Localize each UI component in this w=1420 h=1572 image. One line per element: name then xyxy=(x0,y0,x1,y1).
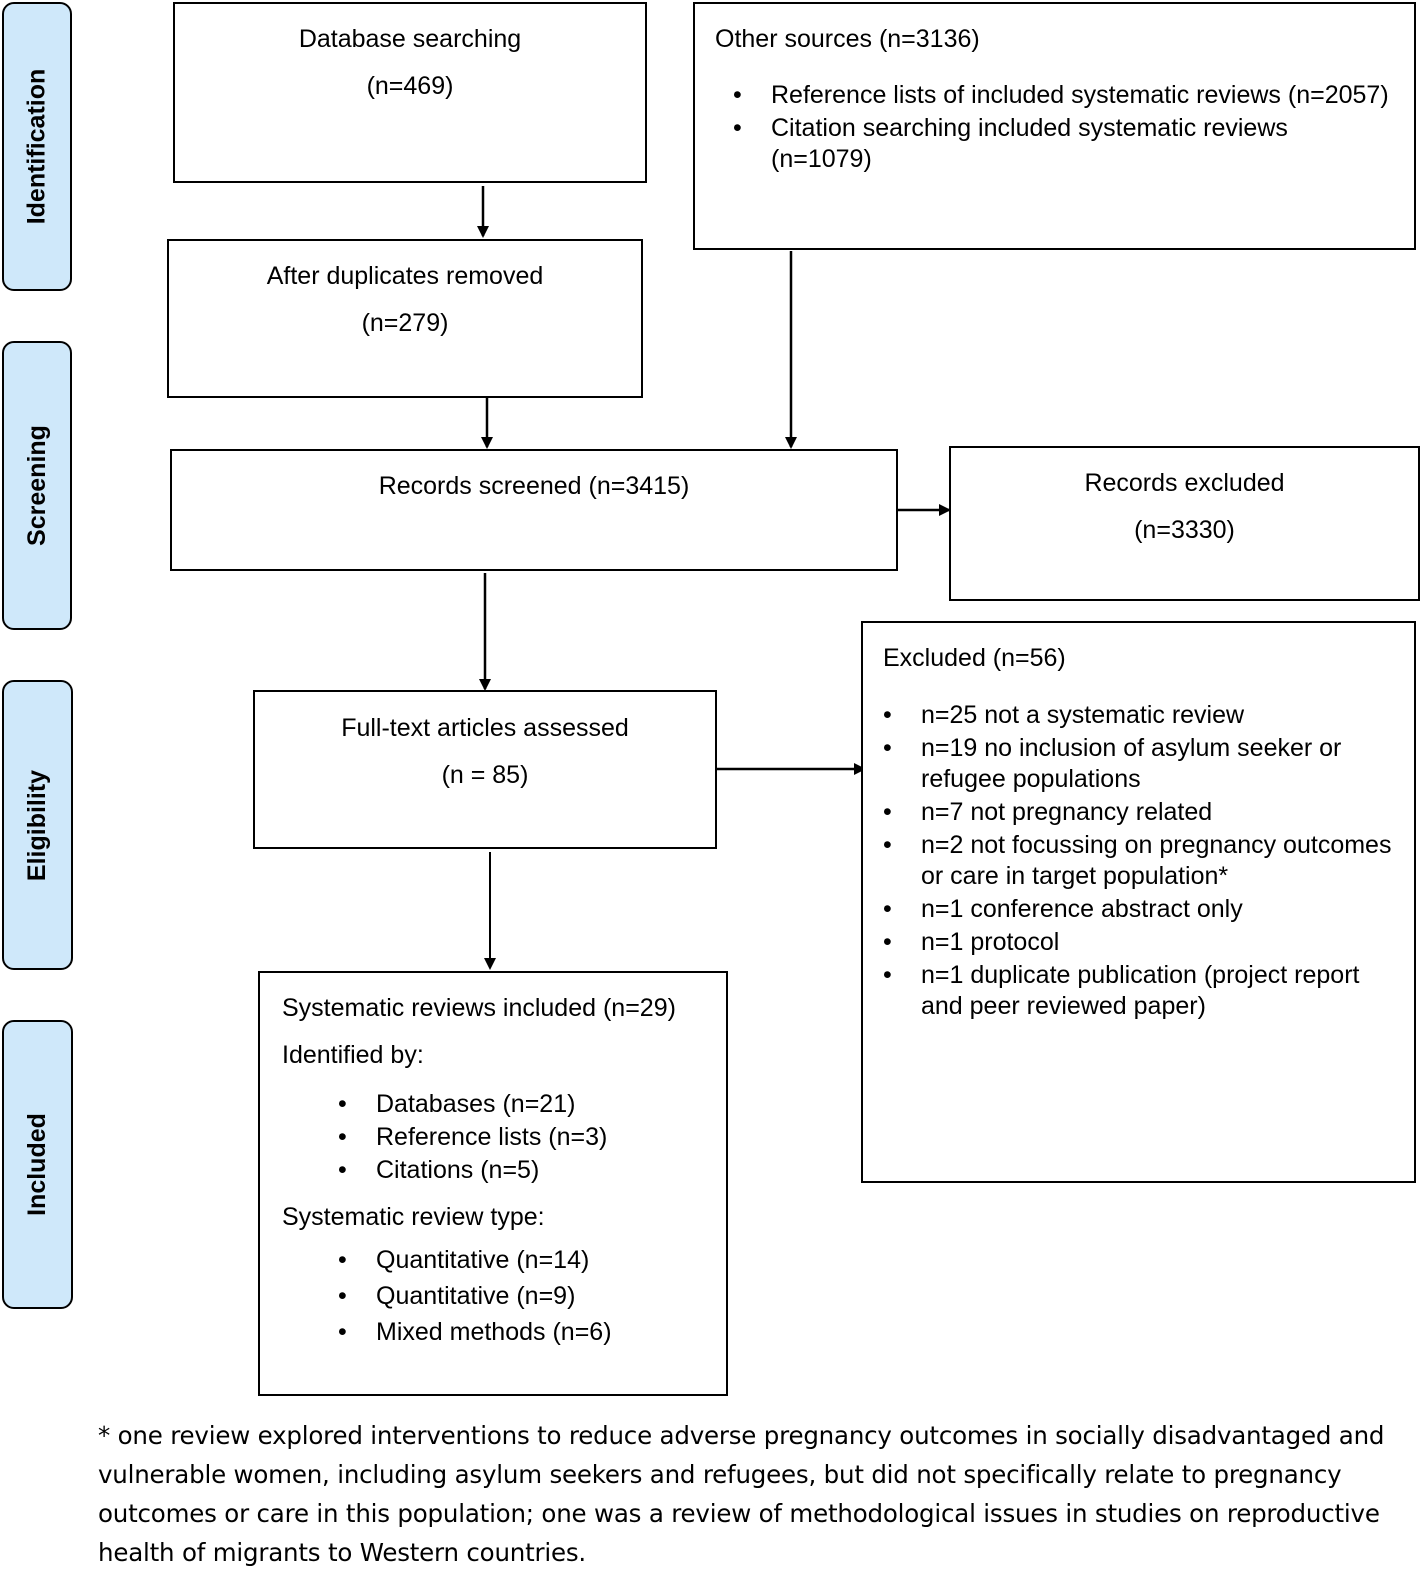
review-type-label: Systematic review type: xyxy=(282,1203,545,1231)
excluded-reasons-list: n=25 not a systematic review n=19 no inc… xyxy=(883,700,1400,1022)
other-sources-box: Other sources (n=3136) Reference lists o… xyxy=(693,2,1416,250)
stage-included: Included xyxy=(2,1020,73,1309)
after-duplicates-count: (n=279) xyxy=(361,309,449,337)
excluded-title: Excluded (n=56) xyxy=(883,644,1066,672)
review-type-item: Mixed methods (n=6) xyxy=(338,1317,716,1348)
included-box: Systematic reviews included (n=29) Ident… xyxy=(258,971,728,1396)
review-type-list: Quantitative (n=14) Quantitative (n=9) M… xyxy=(338,1245,716,1348)
excluded-reason: n=19 no inclusion of asylum seeker or re… xyxy=(883,733,1400,795)
database-searching-box: Database searching (n=469) xyxy=(173,2,647,183)
identified-by-list: Databases (n=21) Reference lists (n=3) C… xyxy=(338,1089,716,1186)
excluded-reason: n=1 conference abstract only xyxy=(883,894,1400,925)
review-type-item: Quantitative (n=9) xyxy=(338,1281,716,1312)
excluded-reason: n=25 not a systematic review xyxy=(883,700,1400,731)
records-screened-title: Records screened (n=3415) xyxy=(378,472,690,500)
fulltext-assessed-box: Full-text articles assessed (n = 85) xyxy=(253,690,717,849)
footnote: * one review explored interventions to r… xyxy=(98,1421,1385,1567)
stage-identification: Identification xyxy=(2,2,72,291)
fulltext-assessed-count: (n = 85) xyxy=(441,761,529,789)
identified-by-label: Identified by: xyxy=(282,1041,424,1069)
other-sources-list: Reference lists of included systematic r… xyxy=(733,80,1394,175)
excluded-reason: n=7 not pregnancy related xyxy=(883,797,1400,828)
records-screened-box: Records screened (n=3415) xyxy=(170,449,898,571)
review-type-item: Quantitative (n=14) xyxy=(338,1245,716,1276)
after-duplicates-title: After duplicates removed xyxy=(266,262,544,290)
database-searching-title: Database searching xyxy=(298,25,522,53)
excluded-reason: n=1 duplicate publication (project repor… xyxy=(883,960,1400,1022)
records-excluded-box: Records excluded (n=3330) xyxy=(949,446,1420,601)
records-excluded-count: (n=3330) xyxy=(1134,516,1235,544)
identified-by-item: Citations (n=5) xyxy=(338,1155,716,1186)
excluded-reason: n=2 not focussing on pregnancy outcomes … xyxy=(883,830,1400,892)
included-title: Systematic reviews included (n=29) xyxy=(282,994,676,1022)
database-searching-count: (n=469) xyxy=(366,72,454,100)
other-sources-title: Other sources (n=3136) xyxy=(715,25,980,53)
identified-by-item: Databases (n=21) xyxy=(338,1089,716,1120)
other-sources-item: Reference lists of included systematic r… xyxy=(733,80,1394,111)
excluded-box: Excluded (n=56) n=25 not a systematic re… xyxy=(861,621,1416,1183)
stage-screening: Screening xyxy=(2,341,72,630)
identified-by-item: Reference lists (n=3) xyxy=(338,1122,716,1153)
after-duplicates-box: After duplicates removed (n=279) xyxy=(167,239,643,398)
fulltext-assessed-title: Full-text articles assessed xyxy=(341,714,629,742)
other-sources-item: Citation searching included systematic r… xyxy=(733,113,1394,175)
excluded-reason: n=1 protocol xyxy=(883,927,1400,958)
records-excluded-title: Records excluded xyxy=(1084,469,1285,497)
stage-eligibility: Eligibility xyxy=(2,680,73,970)
